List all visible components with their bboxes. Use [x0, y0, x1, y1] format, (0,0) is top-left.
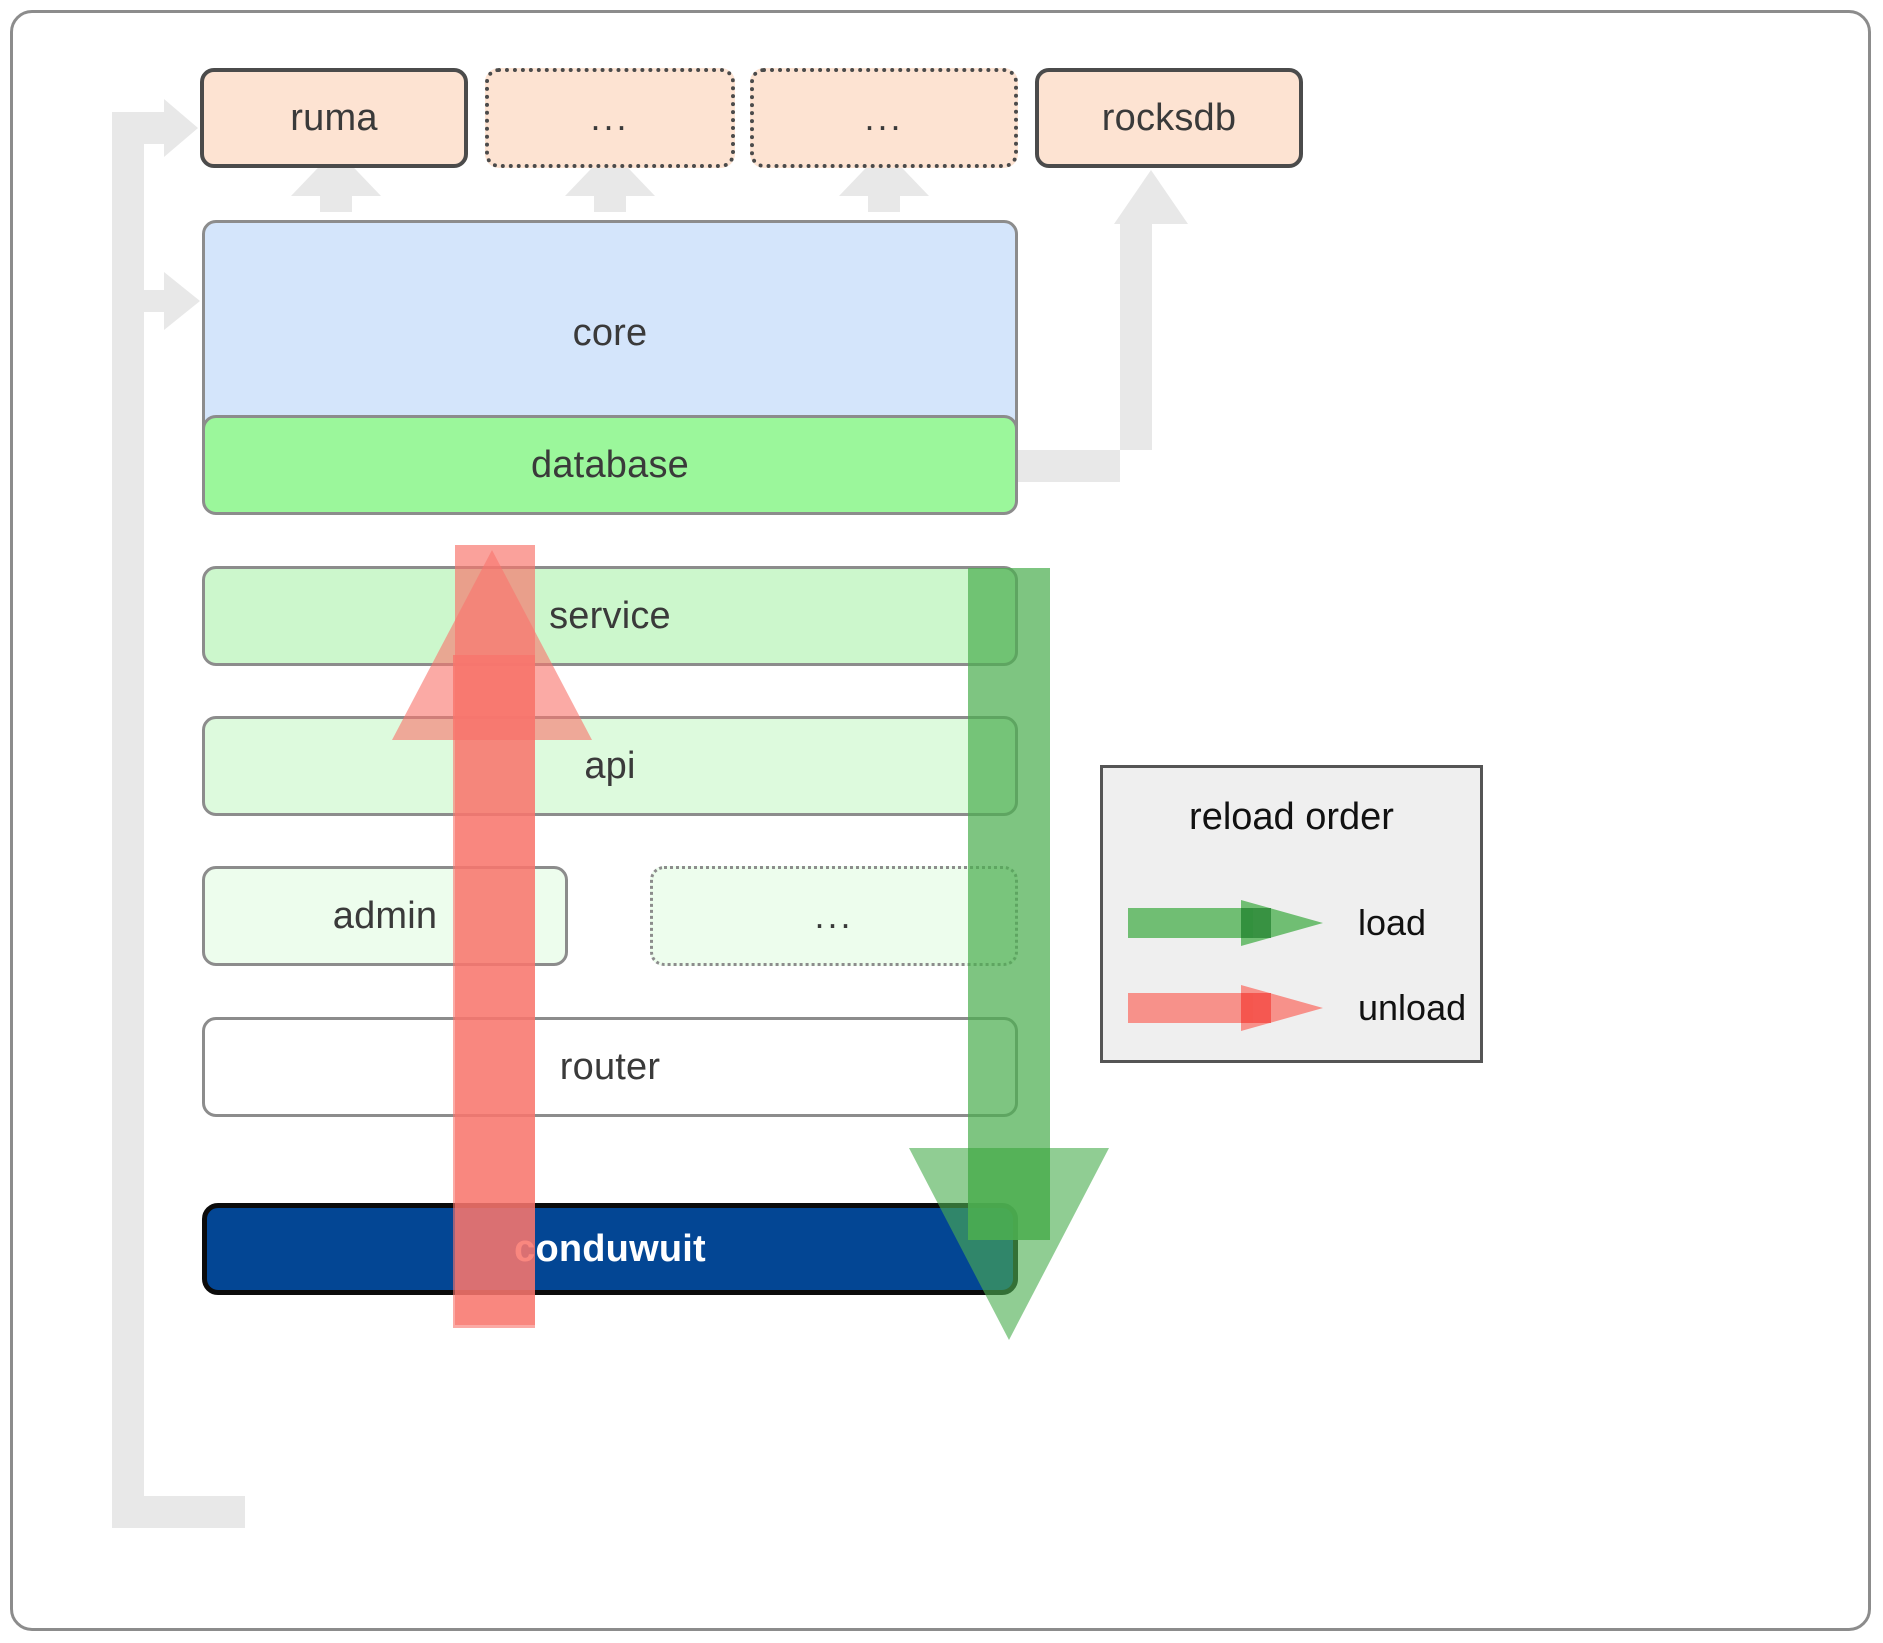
connector-conduwuit-to-core: [144, 272, 200, 330]
flow-arrow-unload-shape: [392, 550, 592, 1328]
connector-core-to-dots2: [839, 149, 929, 212]
legend-row-unload: unload: [1103, 973, 1480, 1043]
legend-load-arrow-icon: [1128, 900, 1323, 946]
legend-load-label: load: [1358, 902, 1427, 943]
connector-trunk-riser: [112, 112, 144, 1528]
flow-arrow-load-shape: [909, 568, 1109, 1340]
legend-row-load: load: [1103, 888, 1480, 958]
legend-panel: reload order load unload: [1100, 765, 1483, 1063]
load-head-notch: [968, 1148, 1050, 1240]
load-shaft: [968, 568, 1050, 1240]
connector-core-to-ruma: [291, 149, 381, 212]
load-head: [909, 1148, 1109, 1340]
connector-database-to-rocksdb: [1018, 170, 1188, 482]
legend-unload-arrow-icon: [1128, 985, 1323, 1031]
unload-shaft: [453, 655, 535, 1328]
node-database[interactable]: database: [202, 415, 1018, 515]
node-service[interactable]: service: [202, 566, 1018, 666]
connector-core-to-dots1: [565, 149, 655, 212]
unload-arrow-head: [400, 500, 585, 545]
legend-unload-label: unload: [1358, 987, 1467, 1028]
unload-head-notch: [453, 655, 535, 740]
unload-head: [392, 550, 592, 740]
node-dots-2[interactable]: ...: [750, 68, 1018, 168]
legend-title: reload order: [1189, 796, 1394, 838]
